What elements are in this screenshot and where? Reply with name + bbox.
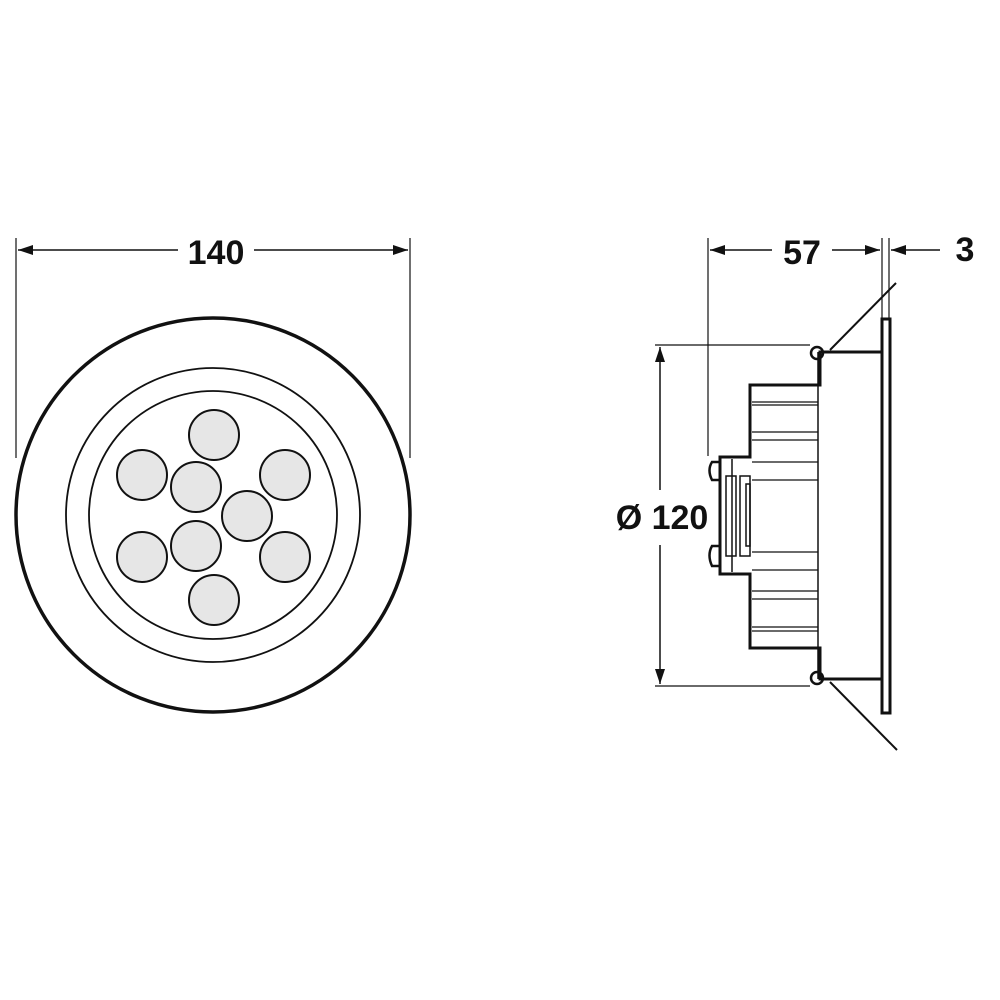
outer-bezel (14, 316, 412, 714)
led (116, 531, 168, 583)
led (188, 409, 240, 461)
connector-block (725, 459, 751, 572)
bolt-top (708, 460, 720, 482)
dimension-label-flange: 3 (956, 231, 975, 269)
led (116, 449, 168, 501)
spring-clip-top (829, 282, 897, 351)
dimension-label-width: 140 (188, 234, 245, 272)
bolt-bottom (708, 544, 720, 568)
inner-ring (88, 390, 338, 640)
led (170, 461, 222, 513)
heatsink-fins (752, 401, 818, 632)
led-array (116, 409, 311, 626)
led (259, 531, 311, 583)
dimension-label-depth: 57 (783, 234, 821, 272)
spring-clip-bottom (829, 681, 898, 751)
led (259, 449, 311, 501)
led (188, 574, 240, 626)
clip-pivot-top (809, 345, 825, 361)
housing-body (718, 350, 882, 681)
middle-ring (65, 367, 361, 663)
led (170, 520, 222, 572)
dimension-label-cutout: Ø 120 (616, 499, 709, 537)
led (221, 490, 273, 542)
flange (880, 317, 892, 715)
side-view (655, 238, 940, 751)
front-view (14, 238, 412, 714)
clip-pivot-bottom (809, 670, 825, 686)
